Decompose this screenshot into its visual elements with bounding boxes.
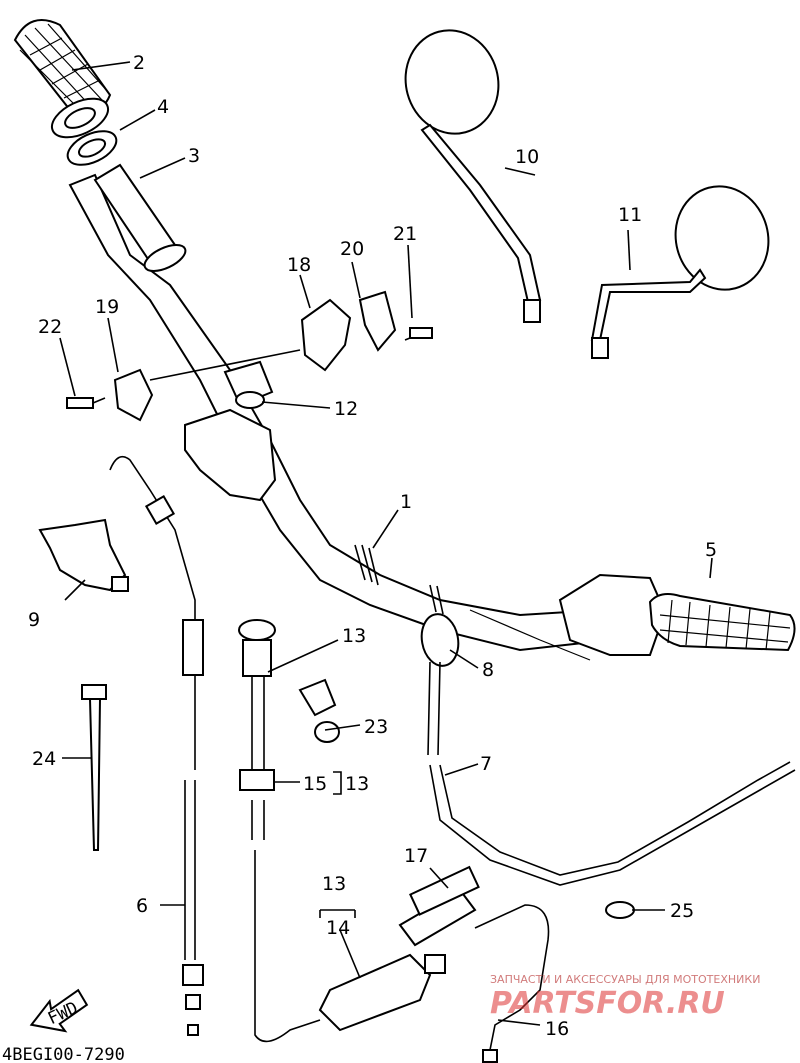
label-part-15: 15 [303,773,327,795]
label-part-24: 24 [32,748,56,770]
clutch-bracket-parts [66,290,433,422]
throttle-cable [420,609,796,886]
label-part-13c: 13 [322,873,346,895]
label-part-12: 12 [334,398,358,420]
choke-cable [238,619,340,1043]
label-part-21: 21 [393,223,417,245]
label-part-2: 2 [133,52,145,74]
watermark-brand: PARTSFOR.RU [490,986,725,1021]
label-part-20: 20 [340,238,364,260]
label-part-13a: 13 [342,625,366,647]
left-mirror [404,29,542,323]
label-part-23: 23 [364,716,388,738]
part-labels: 2 4 3 10 11 18 20 21 19 22 12 1 5 9 13 8… [28,52,717,1040]
right-throttle-grip [558,573,796,656]
watermark-tagline: ЗАПЧАСТИ И АКСЕССУАРЫ ДЛЯ МОТОТЕХНИКИ [490,973,760,986]
label-part-18: 18 [287,254,311,276]
left-switch-housing [184,360,277,502]
label-part-25: 25 [670,900,694,922]
label-part-7: 7 [480,753,492,775]
label-part-10: 10 [515,146,539,168]
label-part-4: 4 [157,96,169,118]
diagram-code: 4BEGI00-7290 [2,1045,125,1063]
label-part-8: 8 [482,659,494,681]
label-part-1: 1 [400,491,412,513]
label-part-5: 5 [705,539,717,561]
watermark-logo: ЗАПЧАСТИ И АКСЕССУАРЫ ДЛЯ МОТОТЕХНИКИ PA… [490,973,760,1021]
leader-lines [59,61,713,1026]
label-part-6: 6 [136,895,148,917]
clutch-cable [109,455,204,1036]
label-part-14: 14 [326,917,350,939]
grip-washer [66,130,118,166]
left-grip [13,19,112,139]
right-mirror [590,185,770,359]
clutch-lever [38,518,129,592]
forward-arrow-icon: FWD [29,988,89,1033]
starter-switch-assy [318,865,550,1063]
cable-clip [605,901,635,919]
label-part-13b: 13 [345,773,369,795]
label-part-22: 22 [38,316,62,338]
grip-collar [93,163,187,272]
label-part-17: 17 [404,845,428,867]
label-part-9: 9 [28,609,40,631]
cable-tie [81,684,107,851]
label-part-16: 16 [545,1018,569,1040]
label-part-11: 11 [618,204,642,226]
label-part-19: 19 [95,296,119,318]
label-part-3: 3 [188,145,200,167]
